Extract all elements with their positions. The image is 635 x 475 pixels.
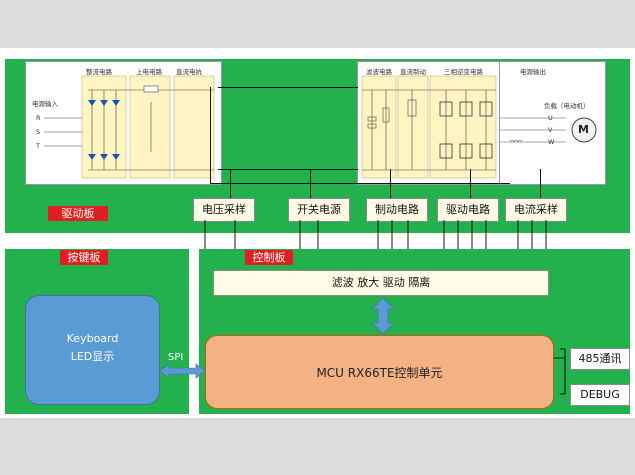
motor-icon: M [578,123,589,136]
output-wiring-drawing [500,117,597,143]
drive-bus-drop-6 [540,169,541,199]
keyboard-led-panel: Keyboard LED显示 [25,295,160,405]
switching-power-module: 开关电源 [288,198,350,222]
power-input-label: 电源输入 [32,100,58,108]
dc-bus-negative [218,169,358,170]
drive-bus-drop-1 [210,87,211,183]
brake-circuit-module: 制动电路 [366,198,428,222]
rectifier-schematic: 整流电路 上电电路 直流电抗 电源输入 R S T [25,61,222,185]
vertical-arrow [371,297,395,335]
schematic-title-inverter: 三相逆变电路 [444,68,483,76]
voltage-sampling-module: 电压采样 [193,198,255,222]
led-display-title: LED显示 [70,350,115,363]
drive-board-label: 驱动板 [48,206,108,221]
diagram-frame: 整流电路 上电电路 直流电抗 电源输入 R S T 滤波电路 [0,48,635,418]
phase-r-label: R [36,114,41,122]
drive-signal-bus [210,183,510,184]
drive-bus-drop-5 [470,169,471,199]
schematic-title-filter: 滤波电路 [366,68,392,76]
drive-bus-drop-2 [230,169,231,199]
drive-bus-drop-3 [310,169,311,199]
keyboard-title: Keyboard [66,332,119,345]
schematic-title-dc-reactor: 直流电抗 [176,68,202,76]
debug-port: DEBUG [570,384,630,406]
mcu-block: MCU RX66TE控制单元 [205,335,554,409]
current-sampling-module: 电流采样 [505,198,567,222]
bidirectional-arrows [159,297,566,395]
power-output-schematic: 电源输出 负载（电动机） U V W M [499,61,606,185]
phase-s-label: S [36,128,41,136]
schematic-title-rectifier: 整流电路 [86,68,112,76]
load-label: 负载（电动机） [544,102,590,110]
rectifier-circuit-drawing [44,75,215,179]
schematic-title-precharge: 上电电路 [136,68,162,76]
drive-bus-drop-4 [390,169,391,199]
spi-arrow [159,363,206,379]
control-board-label: 控制板 [245,250,293,265]
spi-label: SPI [168,352,184,363]
mcu-label: MCU RX66TE控制单元 [316,366,443,380]
phase-t-label: T [36,142,40,150]
key-board-label: 按键板 [60,250,108,265]
signal-conditioning-block: 滤波 放大 驱动 隔离 [213,270,549,296]
schematic-title-power-output: 电源输出 [520,68,546,76]
driver-circuit-module: 驱动电路 [437,198,499,222]
inverter-circuit-drawing [361,75,497,179]
rs485-port: 485通讯 [570,348,630,370]
schematic-title-dc-brake: 直流制动 [400,68,426,76]
dc-bus-positive [218,87,358,88]
